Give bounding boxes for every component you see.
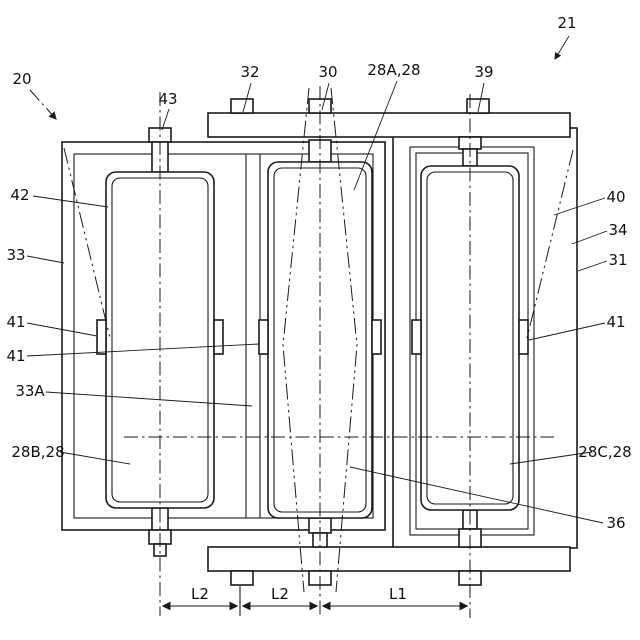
right-roller-side-tab-left (411, 319, 422, 355)
label-36: 36 (606, 514, 625, 532)
leader-41-left-upper (26, 322, 98, 337)
leader-28a (353, 80, 398, 191)
left-roller-side-tab-right (213, 319, 224, 355)
leader-42 (32, 195, 109, 208)
label-39: 39 (474, 63, 493, 81)
leader-20 (29, 89, 57, 120)
bottom-bar-tab-left (230, 570, 254, 586)
leader-lines (26, 35, 608, 524)
label-33: 33 (6, 246, 25, 264)
leader-28b (59, 451, 131, 465)
label-28b: 28B,28 (11, 443, 64, 461)
leader-33a (45, 391, 253, 407)
label-43: 43 (158, 90, 177, 108)
leader-21 (554, 35, 570, 60)
middle-roller-side-tab-left (258, 319, 269, 355)
leader-36 (349, 466, 604, 524)
label-33a: 33A (15, 382, 45, 400)
label-34: 34 (608, 221, 627, 239)
label-28a: 28A,28 (367, 61, 420, 79)
middle-roller-side-tab-right (371, 319, 382, 355)
leader-43 (161, 108, 170, 131)
dim-label-l1: L1 (389, 585, 407, 603)
leader-41-left-lower (26, 343, 260, 357)
leader-33 (26, 255, 65, 264)
label-30: 30 (318, 63, 337, 81)
label-32: 32 (240, 63, 259, 81)
leader-31 (577, 260, 608, 272)
leader-40 (553, 197, 606, 216)
label-41-left-lower: 41 (6, 347, 25, 365)
leader-34 (571, 230, 608, 245)
dim-label-l2-left: L2 (191, 585, 209, 603)
leader-39 (477, 82, 485, 113)
leader-41-right (528, 322, 606, 341)
mounting-bars (207, 98, 571, 586)
belt-line-right (330, 87, 358, 593)
label-31: 31 (608, 251, 627, 269)
top-bar-tab-right (466, 98, 490, 114)
top-bar-tab-left (230, 98, 254, 114)
label-41-right: 41 (606, 313, 625, 331)
label-21: 21 (557, 14, 576, 32)
reference-labels: 20 21 43 32 30 28A,28 39 42 33 40 34 31 … (6, 14, 631, 532)
bottom-bar (207, 546, 571, 572)
belt-line-left (282, 87, 310, 593)
dim-label-l2-middle: L2 (271, 585, 289, 603)
belt-path-lines (63, 87, 574, 593)
right-roller-side-tab-right (518, 319, 529, 355)
label-20: 20 (12, 70, 31, 88)
label-28c: 28C,28 (578, 443, 631, 461)
leader-28c (509, 451, 593, 465)
dimension-annotations: L2 L2 L1 (161, 585, 469, 616)
label-42: 42 (10, 186, 29, 204)
left-roller-side-tab-left (96, 319, 107, 355)
label-41-left-upper: 41 (6, 313, 25, 331)
leader-30 (321, 82, 330, 111)
label-40: 40 (606, 188, 625, 206)
top-bar (207, 112, 571, 138)
leader-32 (242, 82, 252, 113)
center-axis-lines (124, 86, 554, 618)
